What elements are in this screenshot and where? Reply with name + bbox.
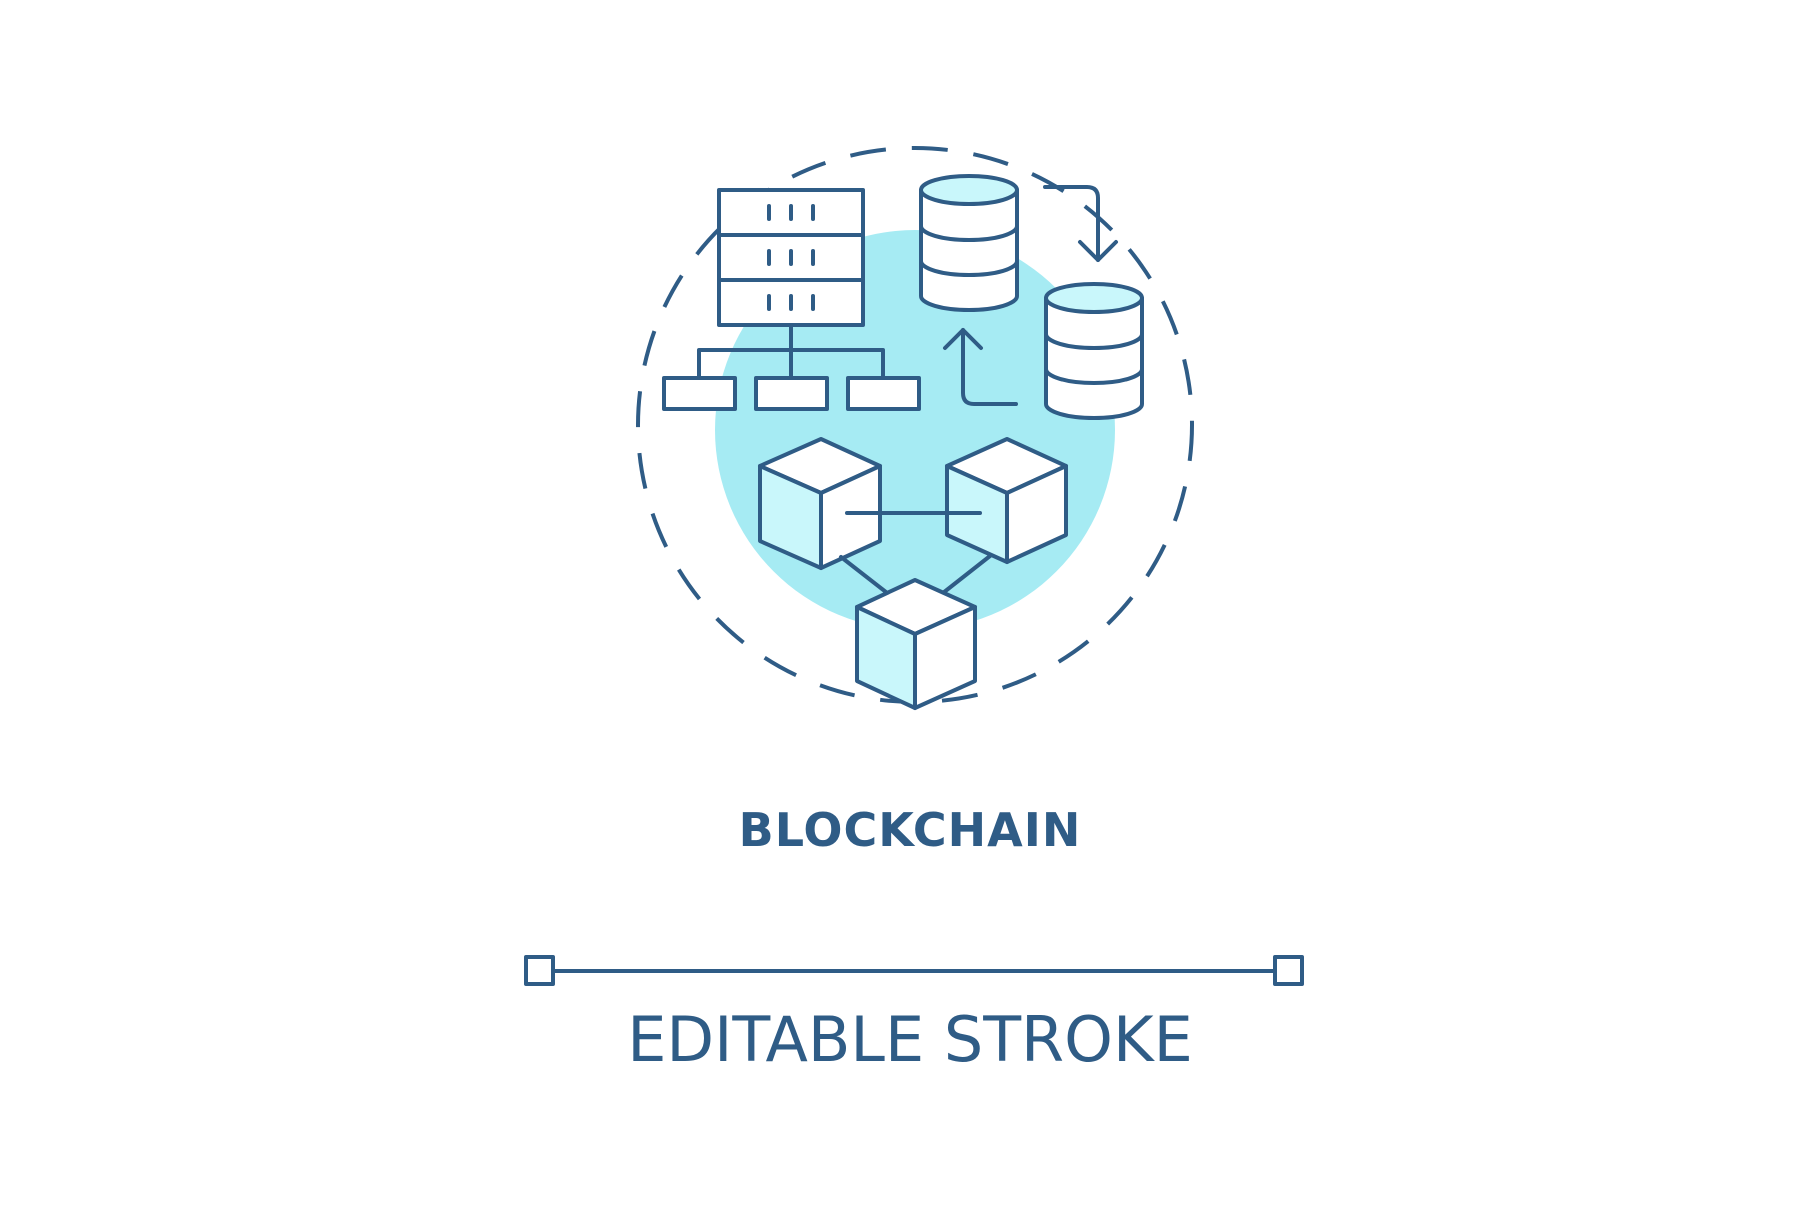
server-rack-icon: [717, 188, 865, 327]
block-cube-icon: [945, 437, 1068, 564]
database-icon: [919, 174, 1019, 312]
block-cube-icon: [855, 578, 977, 710]
block-cube-icon: [758, 437, 882, 570]
sync-arrows-icon: [943, 185, 1118, 406]
network-hierarchy-icon: [662, 323, 921, 411]
editable-stroke-line-icon: [524, 955, 1304, 986]
database-icon: [1044, 282, 1144, 420]
editable-stroke-caption: EDITABLE STROKE: [627, 1003, 1193, 1076]
icon-title: BLOCKCHAIN: [738, 803, 1082, 857]
